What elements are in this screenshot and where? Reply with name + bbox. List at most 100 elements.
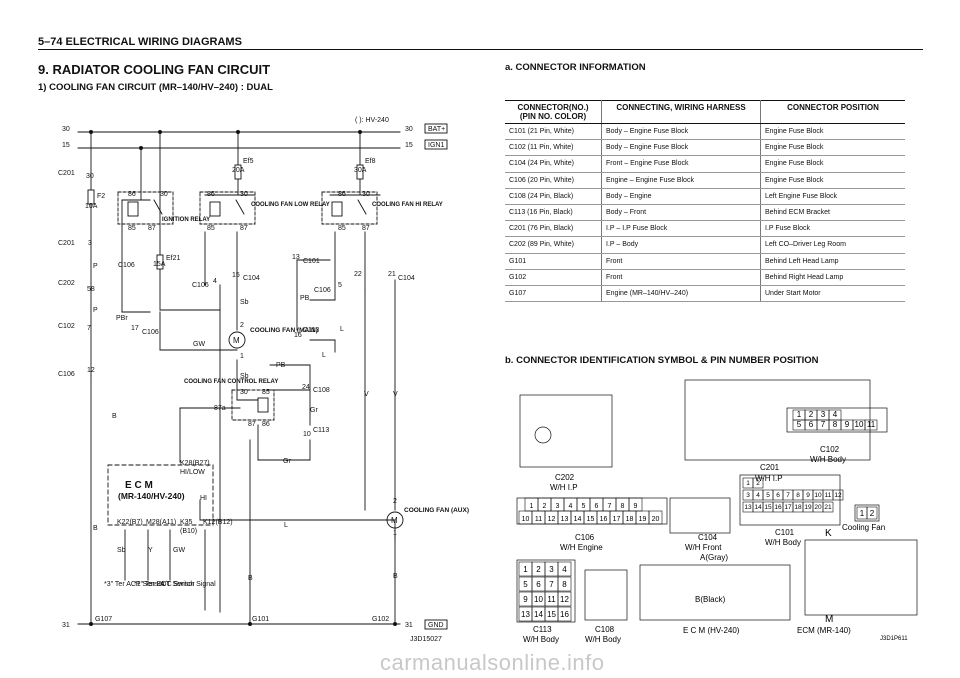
svg-text:J3D1P611: J3D1P611 — [880, 636, 908, 642]
svg-text:30: 30 — [405, 126, 413, 133]
svg-text:PB: PB — [300, 295, 310, 302]
svg-text:3: 3 — [88, 240, 92, 247]
svg-text:16: 16 — [294, 332, 302, 339]
pin-label: 11 — [867, 420, 876, 429]
svg-text:85: 85 — [207, 225, 215, 232]
pin-label: 14 — [754, 504, 762, 511]
svg-text:C104: C104 — [398, 275, 415, 282]
svg-text:Gr: Gr — [310, 407, 318, 414]
svg-text:Sb: Sb — [117, 547, 126, 554]
junction-dots — [89, 130, 397, 626]
table-cell: Engine Fuse Block — [760, 123, 905, 141]
svg-text:HI/LOW: HI/LOW — [180, 469, 205, 476]
table-cell: C101 (21 Pin, White) — [505, 123, 602, 141]
pin-label: 12 — [834, 492, 842, 499]
svg-text:IGN1: IGN1 — [428, 142, 444, 149]
svg-text:L: L — [340, 326, 344, 333]
pin-label: 17 — [784, 504, 792, 511]
table-cell: C108 (24 Pin, Black) — [505, 188, 602, 205]
table-cell: Under Start Motor — [760, 285, 905, 303]
pin-label: 2 — [536, 565, 541, 574]
svg-text:Ef5: Ef5 — [243, 158, 254, 165]
svg-text:87a: 87a — [214, 405, 226, 412]
svg-text:K22(B7): K22(B7) — [117, 519, 143, 526]
section-title: 9. RADIATOR COOLING FAN CIRCUIT — [38, 62, 271, 77]
svg-text:85: 85 — [128, 225, 136, 232]
svg-text:22: 22 — [354, 271, 362, 278]
pin-label: 11 — [535, 516, 542, 523]
pin-label: 16 — [600, 516, 608, 523]
svg-text:( ): HV-240: ( ): HV-240 — [355, 117, 389, 124]
svg-text:*3" Ter ACP Sensor: *3" Ter ACP Sensor — [104, 581, 165, 588]
svg-text:12: 12 — [87, 367, 95, 374]
table-cell: Engine Fuse Block — [760, 155, 905, 173]
pin-label: 16 — [774, 504, 782, 511]
pin-label: 15 — [587, 516, 595, 523]
svg-text:G102: G102 — [372, 616, 389, 623]
svg-text:C106: C106 — [314, 287, 331, 294]
svg-text:M: M — [825, 614, 833, 625]
svg-text:24: 24 — [302, 384, 310, 391]
svg-text:87: 87 — [240, 225, 248, 232]
svg-text:C113: C113 — [533, 625, 552, 634]
table-cell: Left CO–Driver Leg Room — [760, 236, 905, 254]
table-row: C106 (20 Pin, White)Engine – Engine Fuse… — [505, 172, 905, 189]
col-header-position: CONNECTOR POSITION — [760, 100, 905, 124]
svg-text:1: 1 — [240, 353, 244, 360]
svg-text:C101: C101 — [775, 528, 795, 537]
pin-label: 8 — [833, 420, 838, 429]
svg-text:58: 58 — [87, 286, 95, 293]
table-cell: G107 — [505, 285, 602, 303]
svg-text:31: 31 — [405, 622, 413, 629]
svg-text:F2: F2 — [97, 193, 105, 200]
pin-label: 17 — [613, 516, 621, 523]
svg-text:E C M (HV-240): E C M (HV-240) — [683, 626, 740, 635]
svg-text:ECM (MR-140): ECM (MR-140) — [797, 626, 851, 635]
pin-label: 1 — [523, 565, 528, 574]
svg-text:W/H Front: W/H Front — [685, 543, 722, 552]
svg-text:31: 31 — [62, 622, 70, 629]
pin-label: 2 — [756, 480, 760, 487]
svg-text:A(Gray): A(Gray) — [700, 553, 728, 562]
pin-label: 13 — [561, 516, 569, 523]
ground-symbols — [424, 123, 448, 630]
pin-label: 20 — [814, 504, 822, 511]
svg-text:87: 87 — [148, 225, 156, 232]
svg-text:15: 15 — [62, 142, 70, 149]
svg-text:C108: C108 — [595, 625, 615, 634]
svg-text:C113: C113 — [313, 427, 329, 434]
pin-label: 15 — [764, 504, 772, 511]
pin-label: 7 — [608, 503, 612, 510]
svg-text:30: 30 — [86, 173, 94, 180]
table-cell: C201 (76 Pin, Black) — [505, 220, 602, 238]
svg-text:C106: C106 — [192, 282, 209, 289]
watermark: carmanualsonline.info — [380, 650, 605, 675]
table-header-row: CONNECTOR(NO.) (PIN NO. COLOR) CONNECTIN… — [505, 100, 905, 124]
svg-text:K35: K35 — [180, 519, 193, 526]
pin-label: 9 — [523, 595, 528, 604]
svg-text:30: 30 — [240, 389, 248, 396]
svg-text:COOLING FAN HI RELAY: COOLING FAN HI RELAY — [372, 202, 443, 208]
svg-text:87: 87 — [248, 421, 256, 428]
relay-symbols — [87, 164, 404, 529]
table-cell: Engine – Engine Fuse Block — [601, 172, 761, 189]
table-cell: I.P – Body — [601, 236, 761, 254]
table-cell: Behind ECM Bracket — [760, 204, 905, 222]
pin-label: 12 — [548, 516, 556, 523]
pin-label: 9 — [634, 503, 638, 510]
svg-text:W/H Body: W/H Body — [523, 635, 559, 644]
table-row: C101 (21 Pin, White)Body – Engine Fuse B… — [505, 123, 905, 141]
table-cell: Body – Engine Fuse Block — [601, 139, 761, 157]
svg-text:C106: C106 — [58, 371, 75, 378]
svg-text:K12(B12): K12(B12) — [203, 519, 233, 526]
pin-label: 5 — [523, 580, 528, 589]
table-cell: Front — [601, 253, 761, 270]
table-cell: C102 (11 Pin, White) — [505, 139, 602, 157]
pin-label: 2 — [543, 503, 547, 510]
svg-text:30: 30 — [62, 126, 70, 133]
page-header: 5–74 ELECTRICAL WIRING DIAGRAMS — [38, 36, 242, 48]
svg-text:15: 15 — [232, 272, 240, 279]
